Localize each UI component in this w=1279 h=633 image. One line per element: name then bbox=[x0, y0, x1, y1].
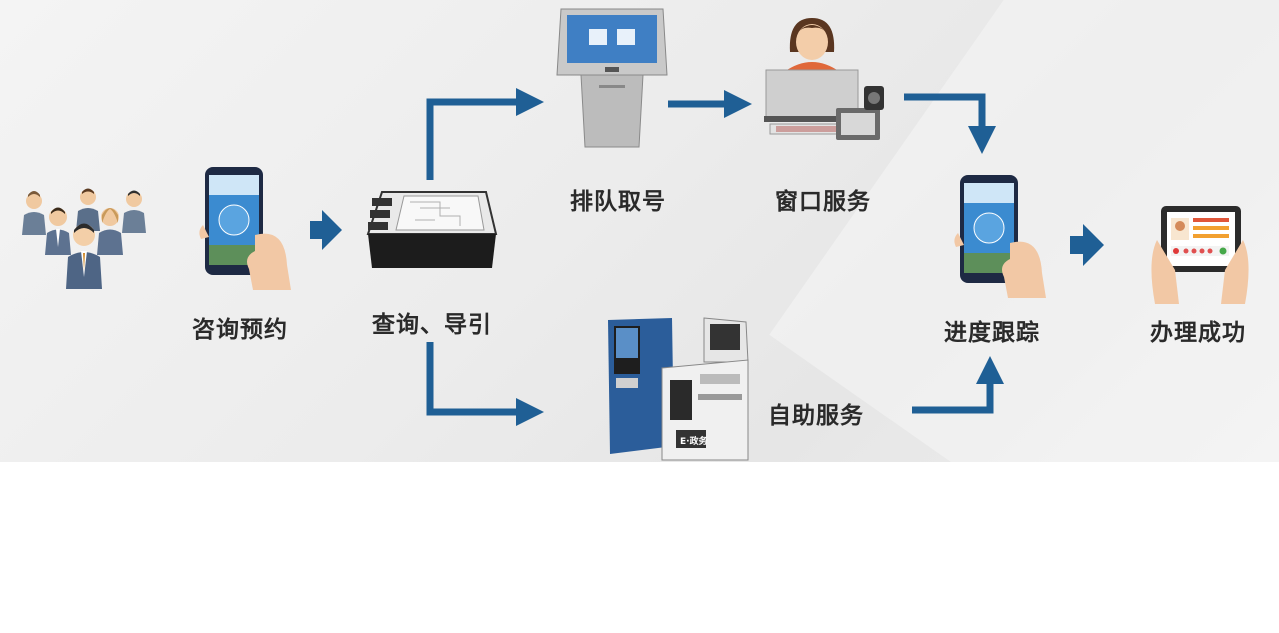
arrow-window-to-tracking bbox=[904, 93, 996, 154]
arrow-people-to-consult bbox=[310, 210, 342, 250]
step-label-tracking: 进度跟踪 bbox=[944, 320, 1040, 346]
step-label-queue: 排队取号 bbox=[570, 189, 666, 215]
step-label-consult: 咨询预约 bbox=[192, 317, 288, 343]
people-group-icon bbox=[22, 188, 146, 289]
step-label-success: 办理成功 bbox=[1150, 320, 1246, 346]
arrow-tracking-to-success bbox=[1070, 224, 1104, 266]
window-service-clerk-icon bbox=[764, 18, 884, 140]
queue-ticket-kiosk-icon bbox=[556, 8, 668, 148]
arrow-guide-to-self-service bbox=[426, 342, 544, 426]
tablet-rating-icon bbox=[1151, 206, 1249, 304]
flow-arrows bbox=[310, 88, 1104, 426]
step-label-self-service: 自助服务 bbox=[768, 403, 864, 429]
kiosk-brand-logo: E·政务 bbox=[680, 435, 709, 447]
arrow-guide-to-queue bbox=[426, 88, 544, 180]
tracking-phone-in-hand-icon bbox=[954, 175, 1046, 298]
step-label-query-guide: 查询、导引 bbox=[372, 312, 492, 338]
step-label-window-service: 窗口服务 bbox=[775, 189, 871, 215]
guide-map-device-icon bbox=[366, 191, 498, 268]
person-icon bbox=[22, 191, 46, 235]
self-service-terminal-icon: E·政务 bbox=[608, 317, 749, 461]
arrow-self-service-to-tracking bbox=[912, 356, 1004, 414]
phone-in-hand-icon bbox=[199, 167, 291, 290]
